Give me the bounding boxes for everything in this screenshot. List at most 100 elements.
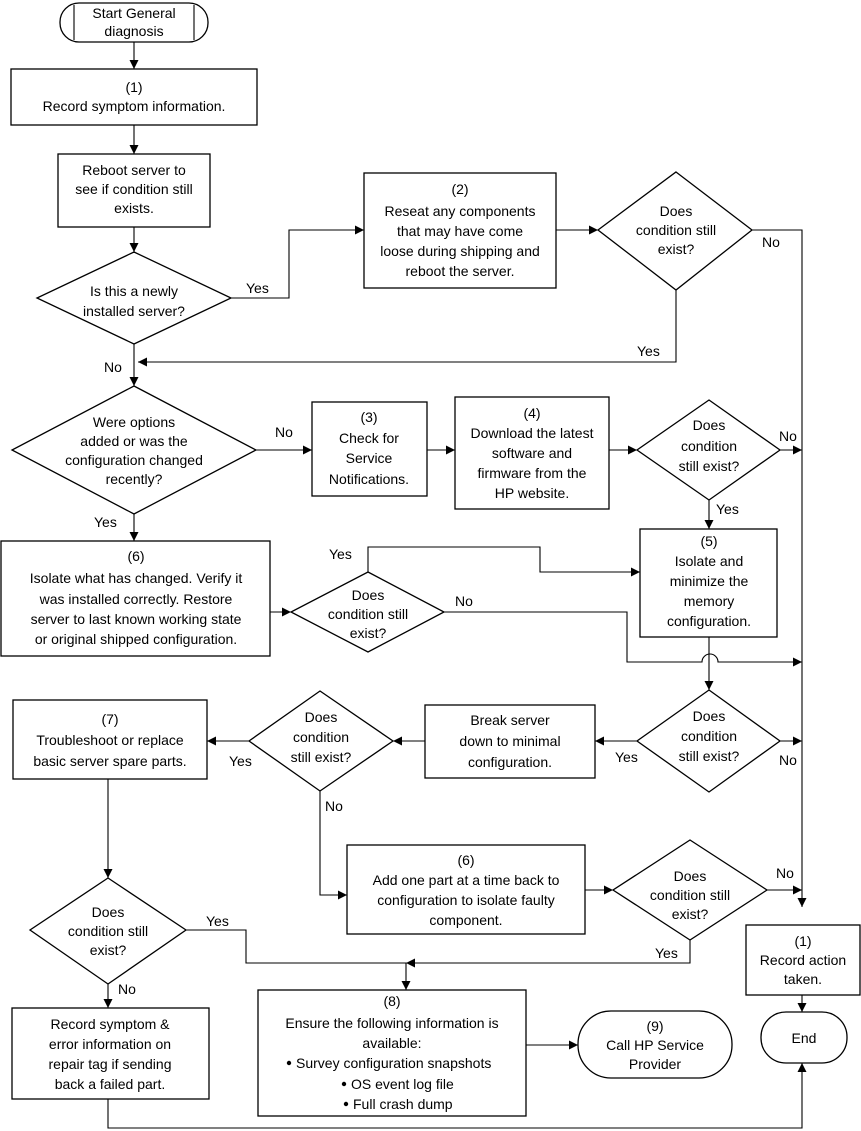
node-start: Start General diagnosis xyxy=(59,2,209,43)
label-yes-d6b: Yes xyxy=(655,945,678,961)
node-b6a-isolate-changed: (6) Isolate what has changed. Verify it … xyxy=(0,540,271,657)
reboot-line-1: Reboot server to xyxy=(82,162,186,178)
node-decision-5: Does condition still exist? xyxy=(635,689,782,793)
bullet-dot xyxy=(341,1081,347,1087)
b6b-line-3: configuration to isolate faulty xyxy=(377,892,554,908)
arrow-dleft-yes-to-b8 xyxy=(186,929,411,990)
label-no-d4: No xyxy=(779,428,797,444)
node-decision-options: Were options added or was the configurat… xyxy=(10,385,258,515)
b6a-line-3: was installed correctly. Restore xyxy=(39,591,233,607)
label-yes-d6a: Yes xyxy=(329,546,352,562)
b3-line-1: (3) xyxy=(360,409,377,425)
b8-line-2: Ensure the following information is xyxy=(285,1015,498,1031)
b2-line-3: that may have come xyxy=(397,223,523,239)
b6a-line-2: Isolate what has changed. Verify it xyxy=(30,570,243,586)
d7-line-1: Does xyxy=(305,709,338,725)
label-no-dleft: No xyxy=(118,981,136,997)
branch-labels: Yes No Yes No No No Yes Yes Yes No Yes N… xyxy=(94,234,797,997)
b2-line-5: reboot the server. xyxy=(406,263,515,279)
b5-line-5: configuration. xyxy=(667,613,751,629)
label-no-options: No xyxy=(275,424,293,440)
b5-line-4: memory xyxy=(684,593,735,609)
dopt-line-3: configuration changed xyxy=(65,452,203,468)
label-yes-d4: Yes xyxy=(716,501,739,517)
label-no-d5: No xyxy=(779,752,797,768)
arrow-d6a-no-to-right xyxy=(444,611,802,667)
arrow-newly-yes-to-b2 xyxy=(231,225,364,299)
label-no-d6a: No xyxy=(455,593,473,609)
action-line-3: taken. xyxy=(784,971,822,987)
dleft-line-2: condition still xyxy=(68,923,148,939)
reboot-line-3: exists. xyxy=(114,200,154,216)
recsym-line-1: Record symptom & xyxy=(50,1016,170,1032)
connectors xyxy=(103,42,807,1129)
d5-line-1: Does xyxy=(693,708,726,724)
b3-line-3: Service xyxy=(346,450,393,466)
dopt-line-2: added or was the xyxy=(80,433,188,449)
b4-line-4: firmware from the xyxy=(478,465,587,481)
b7-line-2: Troubleshoot or replace xyxy=(36,732,184,748)
arrow-dtop-yes-to-main xyxy=(138,290,677,367)
label-yes-options: Yes xyxy=(94,514,117,530)
b5-line-2: Isolate and xyxy=(675,553,744,569)
d6a-line-2: condition still xyxy=(328,606,408,622)
label-no-dtop: No xyxy=(762,234,780,250)
node-reboot: Reboot server to see if condition still … xyxy=(57,153,211,228)
d6a-line-1: Does xyxy=(352,587,385,603)
break-line-2: down to minimal xyxy=(459,733,560,749)
b7-line-3: basic server spare parts. xyxy=(33,753,186,769)
dnew-line-1: Is this a newly xyxy=(90,283,178,299)
dtop-line-1: Does xyxy=(660,203,693,219)
b6a-line-5: or original shipped configuration. xyxy=(35,631,237,647)
label-yes-d7: Yes xyxy=(229,753,252,769)
b8-bullet-3: Full crash dump xyxy=(353,1096,453,1112)
b1-line-2: Record symptom information. xyxy=(43,98,226,114)
reboot-line-2: see if condition still xyxy=(75,181,193,197)
b7-line-1: (7) xyxy=(101,711,118,727)
d7-line-2: condition xyxy=(293,729,349,745)
arrow-d7-no-to-b6b xyxy=(319,791,347,900)
start-line-2: diagnosis xyxy=(104,23,163,39)
b6a-line-1: (6) xyxy=(127,548,144,564)
bullet-dot xyxy=(286,1060,292,1066)
label-no-newly: No xyxy=(104,359,122,375)
call-line-3: Provider xyxy=(629,1056,681,1072)
node-b7-troubleshoot: (7) Troubleshoot or replace basic server… xyxy=(12,699,208,780)
end-label: End xyxy=(792,1030,817,1046)
b5-line-1: (5) xyxy=(700,533,717,549)
dleft-line-3: exist? xyxy=(90,942,127,958)
arrow-d6a-yes-to-b5 xyxy=(367,546,640,577)
node-record-action: (1) Record action taken. xyxy=(745,924,861,996)
node-decision-newly-installed: Is this a newly installed server? xyxy=(35,251,233,345)
dnew-line-2: installed server? xyxy=(83,303,185,319)
b6b-line-1: (6) xyxy=(457,852,474,868)
node-break-server: Break server down to minimal configurati… xyxy=(424,704,596,779)
label-yes-dtop: Yes xyxy=(637,343,660,359)
node-b3-check-notifications: (3) Check for Service Notifications. xyxy=(311,401,428,497)
b4-line-2: Download the latest xyxy=(471,425,594,441)
node-decision-6a: Does condition still exist? xyxy=(289,571,446,653)
label-yes-d5: Yes xyxy=(615,749,638,765)
break-line-1: Break server xyxy=(470,712,550,728)
b6b-line-4: component. xyxy=(429,912,502,928)
recsym-line-2: error information on xyxy=(49,1036,171,1052)
call-line-1: (9) xyxy=(646,1018,663,1034)
b8-line-3: available: xyxy=(362,1035,421,1051)
b4-line-5: HP website. xyxy=(495,485,569,501)
d4-line-3: still exist? xyxy=(679,458,740,474)
b3-line-4: Notifications. xyxy=(329,471,409,487)
arrow-d6b-yes-to-b8 xyxy=(406,940,691,968)
d6a-line-3: exist? xyxy=(350,625,387,641)
d4-line-1: Does xyxy=(693,417,726,433)
node-decision-7: Does condition still exist? xyxy=(247,690,395,792)
node-decision-4: Does condition still exist? xyxy=(635,399,782,501)
d6b-line-3: exist? xyxy=(672,906,709,922)
node-b6b-add-one-part: (6) Add one part at a time back to confi… xyxy=(346,844,586,935)
dtop-line-2: condition still xyxy=(636,222,716,238)
action-line-2: Record action xyxy=(760,952,846,968)
b5-line-3: minimize the xyxy=(670,573,749,589)
break-line-3: configuration. xyxy=(468,754,552,770)
label-yes-newly: Yes xyxy=(246,280,269,296)
action-line-1: (1) xyxy=(794,933,811,949)
